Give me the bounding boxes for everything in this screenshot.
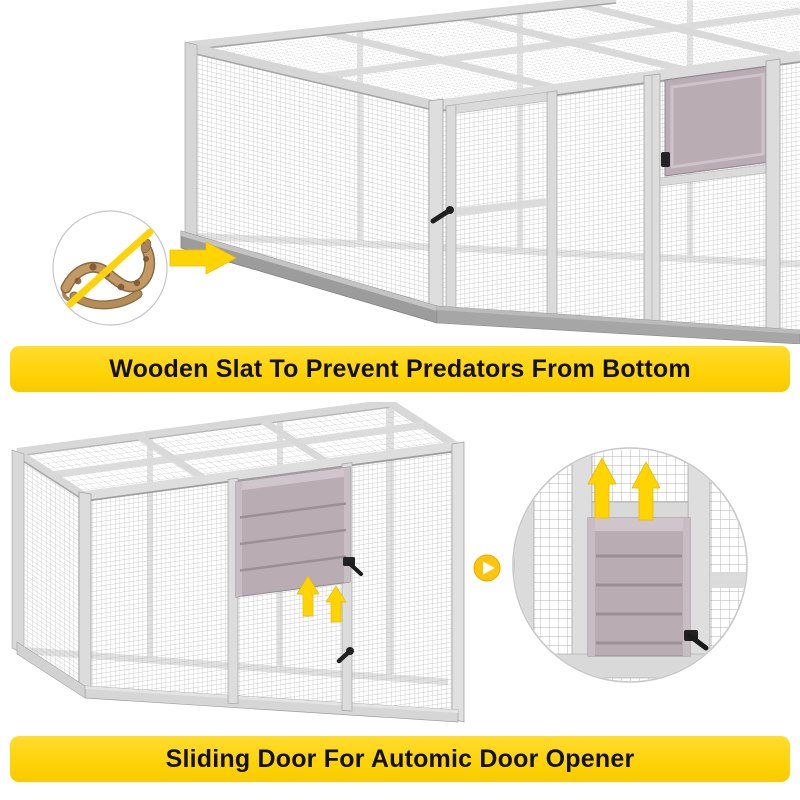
front-right-post bbox=[451, 441, 465, 723]
back-left-post bbox=[11, 449, 25, 655]
top-caption-banner: Wooden Slat To Prevent Predators From Bo… bbox=[10, 346, 790, 392]
zoom-panel-latch-icon bbox=[684, 630, 709, 651]
zoom-sliding-door-panel bbox=[587, 517, 691, 657]
run-door bbox=[430, 90, 558, 325]
up-arrow-icon bbox=[296, 575, 320, 617]
sliding-door-assembly bbox=[227, 462, 363, 712]
nest-door-latch-icon bbox=[661, 152, 670, 167]
bottom-product-illustration bbox=[11, 402, 748, 723]
prohibition-slash-icon bbox=[66, 228, 154, 308]
up-arrow-icon bbox=[631, 461, 661, 521]
left-end-mesh-panel bbox=[190, 50, 435, 316]
sliding-door-zoom-inset bbox=[512, 447, 748, 683]
back-left-post bbox=[184, 41, 198, 246]
door-latch-icon bbox=[336, 647, 354, 664]
right-arrow-icon bbox=[169, 241, 237, 275]
front-left-post bbox=[78, 491, 92, 699]
front-corner-post bbox=[428, 98, 444, 323]
end-bottom-rail bbox=[16, 641, 86, 699]
no-snake-badge bbox=[52, 210, 168, 326]
roof-frame bbox=[14, 402, 461, 502]
sliding-door-panel bbox=[235, 466, 363, 598]
top-product-illustration bbox=[52, 0, 800, 344]
play-right-icon bbox=[473, 554, 501, 582]
right-post bbox=[765, 58, 781, 340]
coop-run-sliding-door-view bbox=[11, 402, 465, 723]
nest-box-door bbox=[661, 65, 771, 177]
top-caption: Wooden Slat To Prevent Predators From Bo… bbox=[109, 354, 691, 383]
left-end-mesh-panel bbox=[17, 454, 85, 694]
up-arrow-icon bbox=[325, 585, 347, 623]
predator-guard-slat bbox=[180, 230, 800, 344]
up-arrow-icon bbox=[587, 457, 617, 519]
bottom-caption-banner: Sliding Door For Automic Door Opener bbox=[10, 736, 790, 782]
door-latch-icon bbox=[430, 206, 454, 224]
coop-run-overview bbox=[180, 0, 800, 344]
bottom-caption: Sliding Door For Automic Door Opener bbox=[165, 744, 635, 773]
